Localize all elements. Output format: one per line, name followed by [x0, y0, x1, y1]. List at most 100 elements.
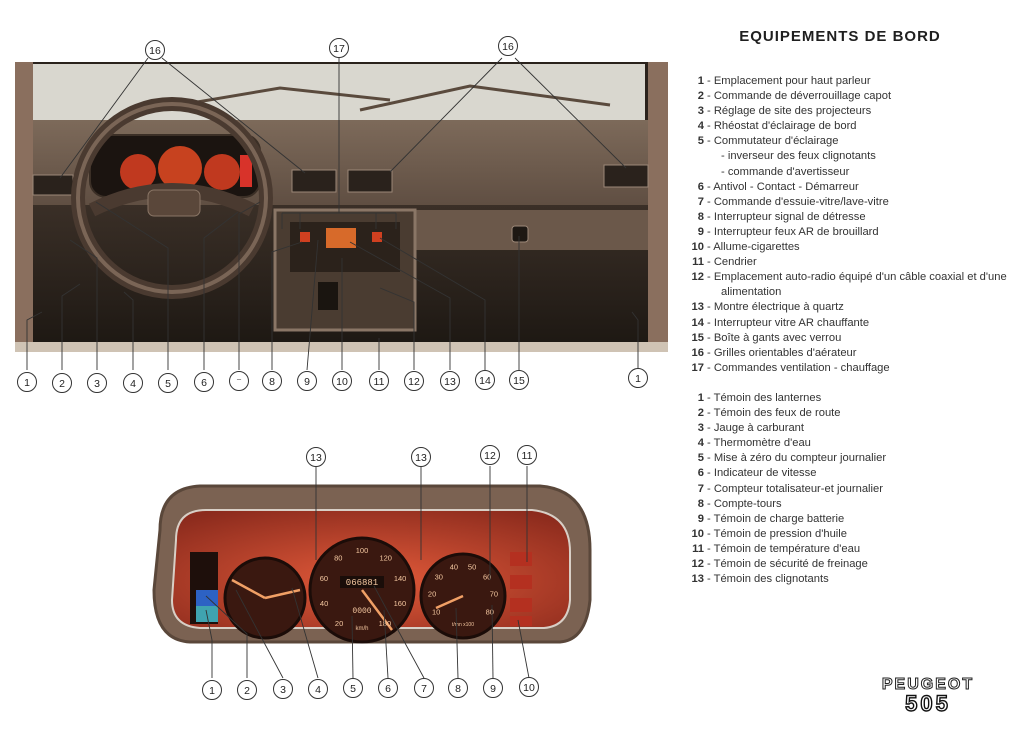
legend-item: 2- Témoin des feux de route	[680, 406, 1007, 421]
callout-number: 5	[350, 683, 356, 695]
legend-number: 12	[691, 271, 704, 284]
callout-number: 8	[269, 376, 275, 388]
legend-text: - Emplacement auto-radio équipé d'un câb…	[707, 271, 1007, 284]
callout-number: 2	[59, 378, 65, 390]
callout-number: 9	[304, 376, 310, 388]
legend-text: - Témoin des clignotants	[707, 573, 829, 586]
legend-text: - inverseur des feux clignotants	[721, 150, 876, 163]
callout-circle	[87, 373, 107, 393]
legend-number: 12	[691, 558, 704, 571]
legend-number: 5	[697, 452, 704, 465]
legend-item: 3- Réglage de site des projecteurs	[680, 104, 1021, 119]
callout-number: 17	[333, 43, 345, 55]
legend-item: 1- Emplacement pour haut parleur	[680, 74, 1021, 89]
callout-number: 9	[490, 683, 496, 695]
legend-number: 14	[691, 316, 704, 329]
legend-number: 16	[691, 346, 704, 359]
legend-item: 9- Témoin de charge batterie	[680, 512, 1007, 527]
legend-item: 10- Allume-cigarettes	[680, 240, 1021, 255]
legend-text: - Mise à zéro du compteur journalier	[707, 452, 887, 465]
gauge-tick-label: 120	[379, 554, 392, 563]
callout-circle	[369, 371, 389, 391]
callout-number: 1	[635, 373, 641, 385]
callout-circle	[332, 371, 352, 391]
callout-number: 12	[408, 376, 420, 388]
legend-text: - Réglage de site des projecteurs	[707, 105, 872, 118]
callout-number: 8	[455, 683, 461, 695]
legend-number: 9	[697, 512, 704, 525]
odometer-readout: 066881	[346, 578, 378, 588]
legend-text: - Indicateur de vitesse	[707, 467, 817, 480]
gauge-tick-label: 100	[356, 546, 369, 555]
legend-text: - Compteur totalisateur-et journalier	[707, 482, 883, 495]
gauge-tick-label: 80	[334, 554, 342, 563]
legend-number: 1	[697, 392, 704, 404]
gauge-tick-label: 60	[320, 574, 328, 583]
legend-text: - Témoin de pression d'huile	[707, 527, 847, 540]
logo-brand: PEUGEOT	[881, 676, 975, 694]
legend-item: 1- Témoin des lanternes	[680, 391, 1007, 406]
legend-number: 2	[697, 90, 704, 103]
callout-circle	[519, 677, 539, 697]
callout-circle	[448, 678, 468, 698]
gauge-tick-label: 50	[468, 562, 476, 571]
callout-number: 6	[201, 377, 207, 389]
legend-number: 2	[697, 407, 704, 420]
legend-item: 6- Indicateur de vitesse	[680, 466, 1007, 481]
legend-number: 8	[697, 497, 704, 510]
callout-circle	[414, 678, 434, 698]
callout-circle	[262, 371, 282, 391]
legend-text: - Compte-tours	[707, 497, 782, 510]
callout-circle	[509, 370, 529, 390]
legend-item: 4- Rhéostat d'éclairage de bord	[680, 119, 1021, 134]
tacho-unit: t/mn x100	[452, 622, 474, 628]
legend-number: 8	[697, 210, 704, 223]
callout-number: 13	[415, 452, 427, 464]
gauge-tick-label: 40	[450, 562, 458, 571]
legend-item: 17- Commandes ventilation - chauffage	[680, 361, 1021, 376]
legend-text: - Témoin de charge batterie	[707, 512, 845, 525]
callout-circle	[306, 447, 326, 467]
callout-circle	[475, 370, 495, 390]
legend-item: 13- Montre électrique à quartz	[680, 300, 1021, 315]
legend-number: 3	[697, 422, 704, 435]
legend-text: - commande d'avertisseur	[721, 165, 850, 178]
legend-item: 5- Commutateur d'éclairage	[680, 134, 1021, 149]
legend-item: 11- Témoin de température d'eau	[680, 542, 1007, 557]
gauge-tick-label: 60	[483, 573, 491, 582]
legend-text: - Rhéostat d'éclairage de bord	[707, 120, 857, 133]
legend-number: 6	[697, 180, 704, 193]
legend-number: 6	[697, 467, 704, 480]
gauge-tick-label: 10	[432, 608, 440, 617]
callout-circle	[158, 373, 178, 393]
callout-circle	[273, 679, 293, 699]
legend-item: 16- Grilles orientables d'aérateur	[680, 346, 1021, 361]
callout-number: 13	[310, 452, 322, 464]
callout-number: 15	[513, 375, 525, 387]
legend-number: 17	[691, 361, 704, 374]
callout-number: 10	[523, 682, 535, 694]
legend-number	[680, 149, 707, 164]
callout-number: 16	[149, 45, 161, 57]
legend-item: 12- Témoin de sécurité de freinage	[680, 557, 1007, 572]
callout-number: 7	[421, 683, 427, 695]
callout-circle	[498, 36, 518, 56]
legend-number: 9	[697, 225, 704, 238]
dashboard-leader-lines	[26, 57, 639, 371]
fuel-temp-gauge	[223, 556, 307, 640]
legend-item: 3- Jauge à carburant	[680, 421, 1007, 436]
legend-text: - Commutateur d'éclairage	[707, 135, 839, 148]
callout-number: 4	[130, 378, 136, 390]
legend-number: 10	[691, 527, 704, 540]
legend-number: 7	[697, 482, 704, 495]
legend-text: alimentation	[721, 286, 782, 299]
legend-number: 10	[691, 241, 704, 254]
callout-circle	[297, 371, 317, 391]
callout-number: 14	[479, 375, 491, 387]
legend-text: - Témoin de température d'eau	[707, 542, 861, 555]
